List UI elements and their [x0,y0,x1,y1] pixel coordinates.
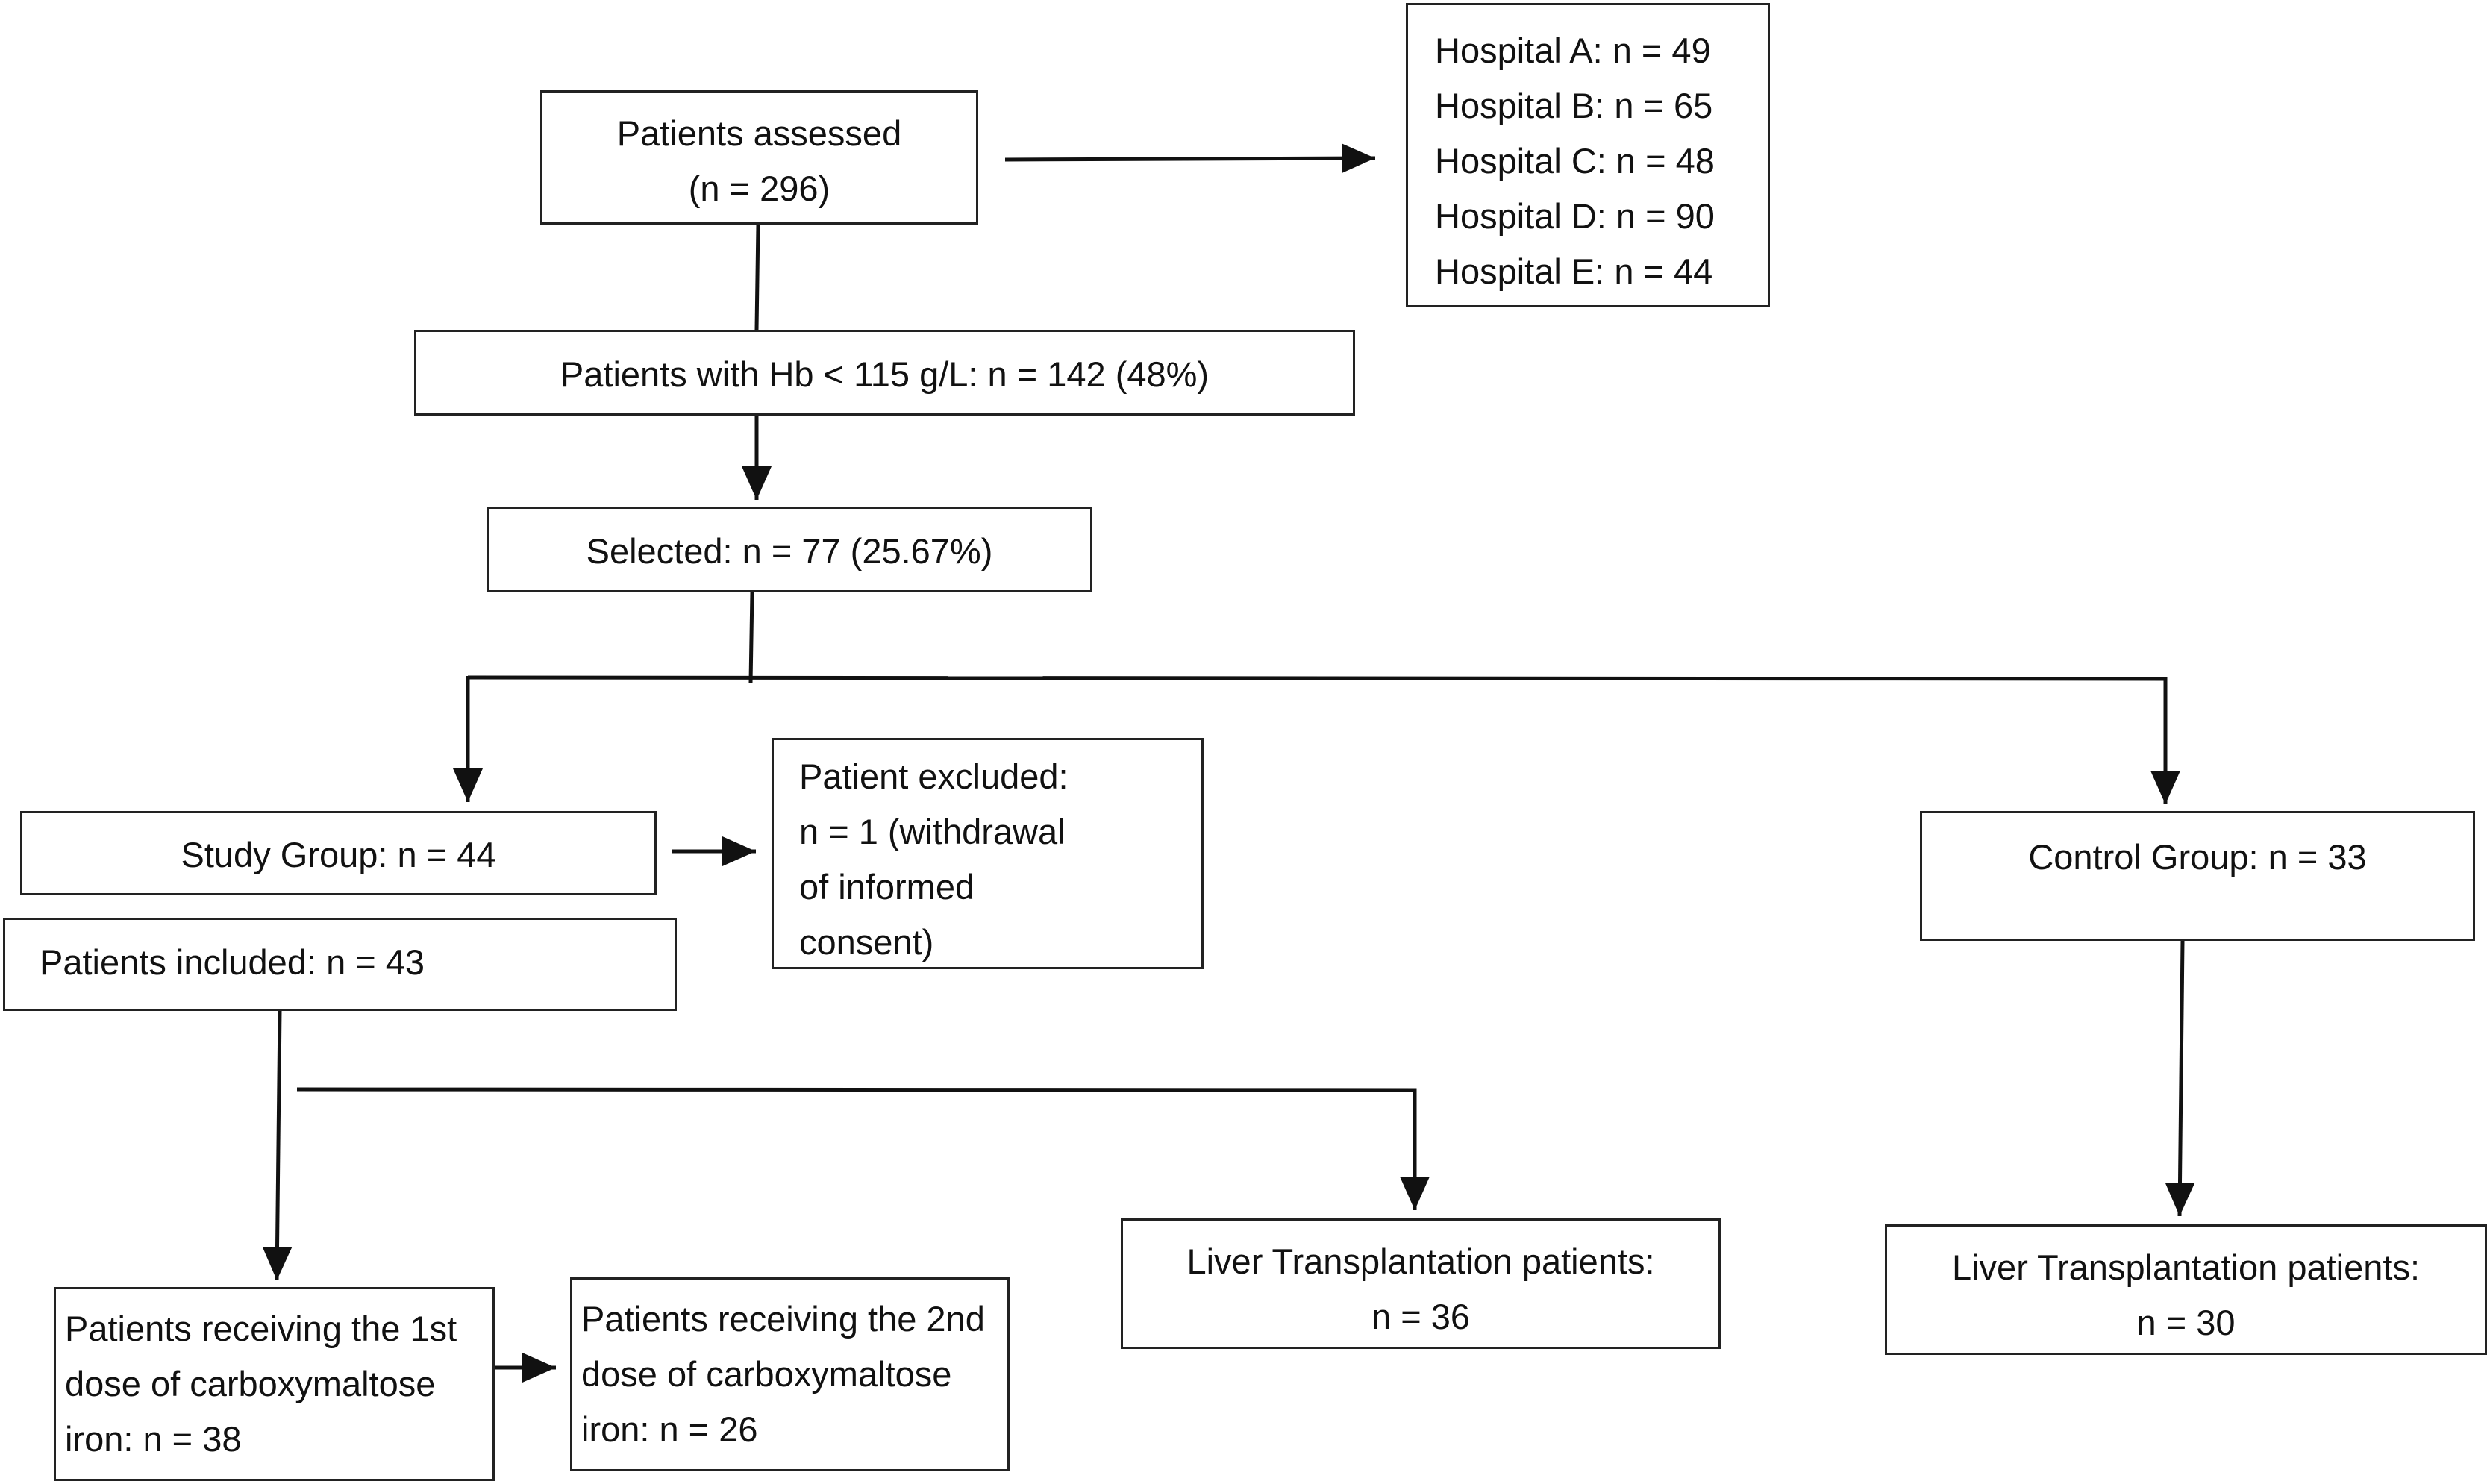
liver-transplant-study-box: Liver Transplantation patients: n = 36 [1121,1218,1721,1349]
box-text-line: Liver Transplantation patients: [1951,1247,2421,1287]
box-text-line: Patient excluded: [799,757,1069,796]
liver-transplant-control-box: Liver Transplantation patients: n = 30 [1885,1224,2487,1355]
box-text-line: iron: n = 26 [581,1409,758,1449]
patients-included-box: Patients included: n = 43 [3,918,677,1011]
box-text-line: dose of carboxymaltose [65,1364,436,1403]
connector-included-to-lt-study [296,1087,1430,1210]
connector-control-to-lt-control [2165,940,2195,1217]
control-group-box: Control Group: n = 33 [1920,811,2475,941]
first-dose-box: Patients receiving the 1st dose of carbo… [54,1287,495,1481]
box-text-line: dose of carboxymaltose [581,1354,952,1394]
box-text-line: (n = 296) [688,169,830,208]
hospital-b-count: Hospital B: n = 65 [1435,86,1713,125]
box-text-line: Patients included: n = 43 [40,942,425,982]
box-text-line: Selected: n = 77 (25.67%) [586,531,993,571]
low-hemoglobin-box: Patients with Hb < 115 g/L: n = 142 (48%… [414,330,1355,416]
connector-included-to-dose1 [262,1010,293,1281]
box-text-line: n = 1 (withdrawal [799,812,1066,851]
box-text-line: iron: n = 38 [65,1419,242,1459]
second-dose-box: Patients receiving the 2nd dose of carbo… [570,1277,1010,1471]
patients-assessed-box: Patients assessed (n = 296) [540,90,978,225]
hospital-e-count: Hospital E: n = 44 [1435,251,1713,291]
patient-excluded-box: Patient excluded: n = 1 (withdrawal of i… [772,738,1204,969]
box-text-line: Study Group: n = 44 [181,835,496,874]
connector-assessed-to-hospitals [1004,143,1376,174]
connector-selected-stem [748,592,754,683]
selected-box: Selected: n = 77 (25.67%) [487,507,1092,592]
hospital-c-count: Hospital C: n = 48 [1435,141,1715,181]
box-text-line: n = 36 [1371,1297,1470,1336]
box-text-line: consent) [799,922,934,962]
box-text-line: Patients receiving the 2nd [581,1299,985,1339]
hospitals-breakdown-box: Hospital A: n = 49 Hospital B: n = 65 Ho… [1406,3,1770,307]
hospital-d-count: Hospital D: n = 90 [1435,196,1715,236]
connector-branch-horizontal [467,675,2166,681]
box-text-line: n = 30 [2136,1303,2236,1342]
box-text-line: Patients with Hb < 115 g/L: n = 142 (48%… [560,354,1210,394]
box-text-line: Liver Transplantation patients: [1186,1242,1655,1281]
study-group-box: Study Group: n = 44 [20,811,657,895]
box-text-line: Patients assessed [616,113,902,153]
box-text-line: Patients receiving the 1st [65,1309,457,1348]
hospital-a-count: Hospital A: n = 49 [1435,31,1711,70]
connector-assessed-to-hb [754,224,760,331]
box-text-line: of informed [799,867,975,907]
box-text-line: Control Group: n = 33 [2028,837,2367,877]
